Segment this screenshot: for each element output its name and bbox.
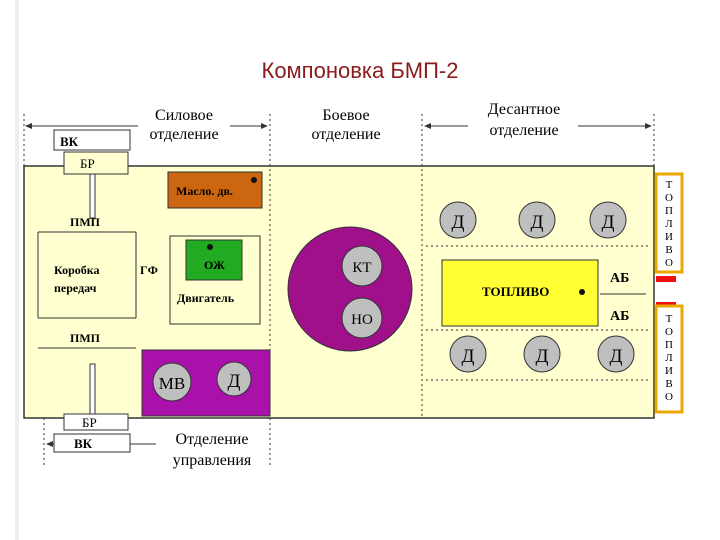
- br-top-shaft: [89, 173, 96, 219]
- control-section-label: Отделение: [176, 431, 249, 448]
- troop-seat-label: Д: [610, 346, 623, 367]
- side-fuel-top-letter: О: [665, 192, 673, 204]
- mv-seat: [152, 362, 192, 402]
- arrow-head: [46, 441, 53, 447]
- arrow-head: [424, 123, 431, 129]
- arrow-head: [261, 123, 268, 129]
- slide-title: Компоновка БМП-2: [261, 58, 459, 83]
- bmp2-layout-diagram: Силовое отделение Боевое отделение Десан…: [20, 96, 688, 480]
- br-top-box: [63, 151, 129, 175]
- side-fuel-top-letter: И: [665, 231, 673, 243]
- coolant-tank: [185, 239, 243, 281]
- vk-top-box: [53, 129, 131, 151]
- kt-label: КТ: [352, 260, 371, 276]
- control-section-label: управления: [173, 452, 252, 469]
- troop-seat: [449, 335, 487, 373]
- troop-seat-label: Д: [536, 346, 549, 367]
- side-fuel-label-top: ТОПЛИВО: [665, 179, 673, 269]
- ab-bottom-label: АБ: [610, 309, 629, 324]
- gearbox-label: передач: [54, 281, 97, 295]
- troop-seat: [518, 201, 556, 239]
- label-bg: [138, 102, 230, 146]
- troop-seat: [597, 335, 635, 373]
- side-fuel-bottom-letter: Т: [666, 313, 673, 325]
- oil-dot: [251, 177, 257, 183]
- label-bg: [156, 428, 268, 472]
- side-fuel-bottom-letter: О: [665, 391, 673, 403]
- gf-label: ГФ: [140, 263, 158, 277]
- side-fuel-bottom-letter: В: [665, 378, 672, 390]
- side-fuel-tank-bottom: [654, 304, 684, 414]
- power-section-label: отделение: [149, 126, 218, 143]
- no-seat: [341, 297, 383, 339]
- gearbox-label: Коробка: [54, 263, 100, 277]
- driver-label: Д: [228, 371, 241, 392]
- pmp-top-label: ПМП: [70, 215, 101, 229]
- coolant-label: ОЖ: [204, 258, 225, 272]
- oil-label: Масло. дв.: [176, 184, 233, 198]
- side-fuel-top-letter: Т: [666, 179, 673, 191]
- troop-seat: [523, 335, 561, 373]
- slide-edge: [15, 0, 19, 540]
- vk-bottom-label: ВК: [74, 436, 93, 451]
- combat-section-label: отделение: [311, 126, 380, 143]
- ab-top-label: АБ: [610, 271, 629, 286]
- label-bg: [290, 102, 400, 146]
- side-fuel-top-letter: П: [665, 205, 673, 217]
- power-section-label: Силовое: [155, 107, 213, 124]
- combat-section-label: Боевое: [322, 107, 369, 124]
- br-bottom-box: [63, 413, 129, 431]
- side-fuel-tank-top: [654, 172, 684, 274]
- troop-seat: [589, 201, 627, 239]
- engine-label: Двигатель: [177, 291, 235, 305]
- troop-seat-label: Д: [531, 212, 544, 233]
- troop-seat-label: Д: [602, 212, 615, 233]
- driver-seat: [216, 361, 252, 397]
- side-fuel-top-letter: О: [665, 257, 673, 269]
- label-bg: [468, 98, 578, 142]
- no-label: НО: [351, 312, 373, 328]
- fuel-dot: [579, 289, 585, 295]
- troop-seat-label: Д: [462, 346, 475, 367]
- side-fuel-top-letter: В: [665, 244, 672, 256]
- troop-seat: [439, 201, 477, 239]
- side-fuel-bottom-letter: Л: [665, 352, 673, 364]
- side-fuel-bottom-letter: И: [665, 365, 673, 377]
- arrow-head: [25, 123, 32, 129]
- mv-label: МВ: [159, 374, 185, 393]
- side-fuel-top-letter: Л: [665, 218, 673, 230]
- diagram-canvas: Силовое отделение Боевое отделение Десан…: [23, 98, 684, 472]
- side-fuel-bottom-letter: О: [665, 326, 673, 338]
- troop-section-label: отделение: [489, 122, 558, 139]
- pmp-bottom-label: ПМП: [70, 331, 101, 345]
- troop-seat-label: Д: [452, 212, 465, 233]
- br-bottom-label: БР: [82, 415, 97, 430]
- vk-bottom-box: [53, 433, 131, 453]
- vk-top-label: ВК: [60, 134, 79, 149]
- red-marker-top: [656, 276, 676, 282]
- fuel-tank: [441, 259, 599, 327]
- arrow-head: [645, 123, 652, 129]
- fuel-label: ТОПЛИВО: [482, 284, 549, 299]
- side-fuel-bottom-letter: П: [665, 339, 673, 351]
- br-top-label: БР: [80, 156, 95, 171]
- kt-seat: [341, 245, 383, 287]
- br-bottom-shaft: [89, 363, 96, 415]
- side-fuel-label-bottom: ТОПЛИВО: [665, 313, 673, 403]
- oil-tank: [167, 171, 263, 209]
- troop-section-label: Десантное: [488, 101, 560, 118]
- coolant-dot: [207, 244, 213, 250]
- engine-frame: [169, 235, 261, 325]
